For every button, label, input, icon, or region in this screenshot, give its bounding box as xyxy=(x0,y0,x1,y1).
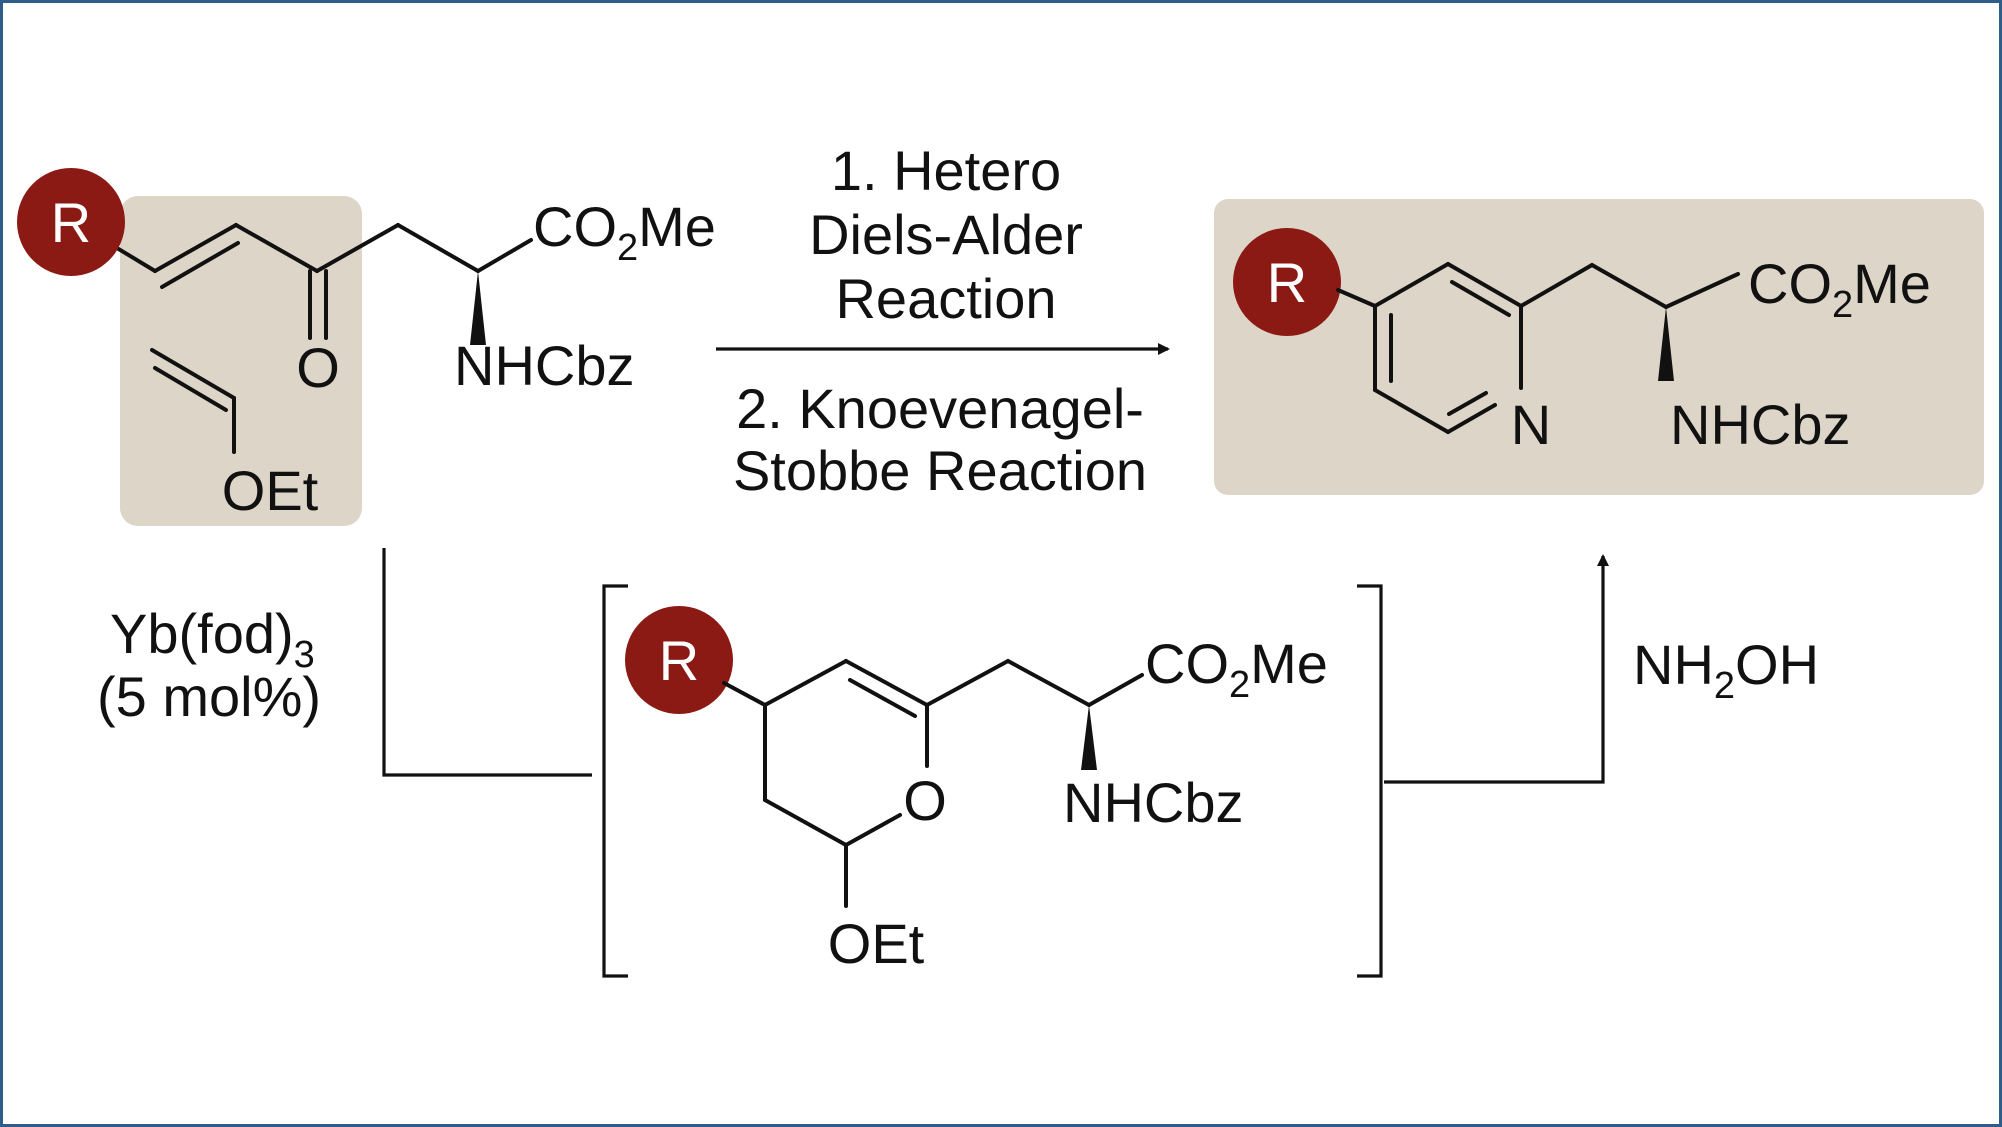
step1-line3: Reaction xyxy=(835,267,1056,330)
product-highlight xyxy=(1214,199,1984,495)
carbonyl-oxygen-label: O xyxy=(296,336,340,399)
r-group-label: R xyxy=(1267,251,1307,314)
catalyst-conditions: Yb(fod)3 (5 mol%) xyxy=(97,602,321,728)
ester-label: CO2Me xyxy=(1748,252,1931,326)
reagent-label: NH2OH xyxy=(1633,633,1819,707)
ring-nitrogen-label: N xyxy=(1511,393,1551,456)
ester-label: CO2Me xyxy=(533,195,716,269)
hydroxylamine-reagent: NH2OH xyxy=(1633,633,1819,707)
ethoxy-label: OEt xyxy=(828,912,925,975)
product: N CO2Me NHCbz R xyxy=(1233,228,1931,456)
r-group-circle xyxy=(17,168,125,276)
lower-pathway-connector xyxy=(382,548,1609,784)
step1-line2: Diels-Alder xyxy=(809,203,1083,266)
intermediate: O OEt CO2Me NHCbz R xyxy=(625,606,1328,975)
catalyst-line2: (5 mol%) xyxy=(97,665,321,728)
r-group-label: R xyxy=(51,191,91,254)
amine-label: NHCbz xyxy=(1670,393,1850,456)
r-group-label: R xyxy=(659,629,699,692)
stereo-wedge-bond xyxy=(470,271,486,345)
stereo-wedge-bond xyxy=(1081,705,1097,770)
r-group-circle xyxy=(625,606,733,714)
step1-line1: 1. Hetero xyxy=(831,139,1061,202)
right-bracket xyxy=(1357,584,1383,978)
amine-label: NHCbz xyxy=(454,334,634,397)
catalyst-line1: Yb(fod)3 xyxy=(110,602,315,676)
step2-line1: 2. Knoevenagel- xyxy=(736,377,1144,440)
r-group-circle xyxy=(1233,228,1341,336)
starting-material: O CO2Me NHCbz OEt R xyxy=(17,168,716,522)
stereo-wedge-bond xyxy=(1658,307,1674,381)
amine-label: NHCbz xyxy=(1063,771,1243,834)
step2-line2: Stobbe Reaction xyxy=(733,439,1147,502)
vinyl-ether-label: OEt xyxy=(222,459,319,522)
top-conditions: 1. Hetero Diels-Alder Reaction 2. Knoeve… xyxy=(733,139,1147,502)
left-bracket xyxy=(602,584,628,978)
ester-label: CO2Me xyxy=(1145,632,1328,706)
ring-oxygen-label: O xyxy=(903,769,947,832)
